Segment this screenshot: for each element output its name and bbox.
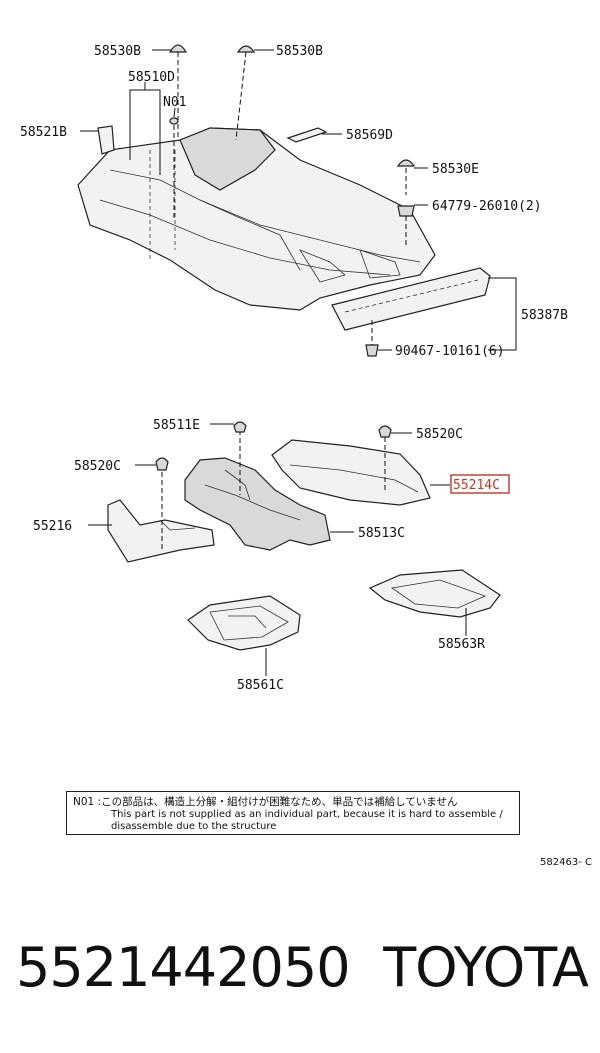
callout-n01: N01 <box>163 95 186 110</box>
clip-90467 <box>365 320 379 357</box>
callout-58521b: 58521B <box>20 125 67 140</box>
leader-lines-lower <box>88 423 467 676</box>
callout-58511e: 58511E <box>153 418 200 433</box>
mat-55214c <box>271 437 431 506</box>
brand-name: TOYOTA <box>383 936 589 999</box>
clip-58530b-right <box>235 45 256 141</box>
clip-58520c-right <box>378 425 392 438</box>
floor-silencer-main <box>77 127 436 311</box>
note-box: N01 :この部品は、構造上分解・組付けが困難なため、単品では補給していません … <box>66 791 520 835</box>
callout-58561c: 58561C <box>237 678 284 693</box>
part-number: 5521442050 <box>16 936 351 999</box>
callout-58520c-right: 58520C <box>416 427 463 442</box>
tunnel-58513c <box>184 430 331 551</box>
tray-58563r <box>368 569 501 618</box>
bracket-58521b <box>97 125 115 155</box>
callout-58530b-right: 58530B <box>276 44 323 59</box>
clip-58520c-left <box>155 457 169 471</box>
highlight-box <box>450 474 510 494</box>
note-japanese: N01 :この部品は、構造上分解・組付けが困難なため、単品では補給していません <box>73 796 458 808</box>
callout-90467: 90467-10161(6) <box>395 344 505 359</box>
parts-diagram: 58530B 58530B 58510D N01 58521B 58569D 5… <box>20 44 568 693</box>
pad-55216 <box>107 472 215 563</box>
callout-58387b: 58387B <box>521 308 568 323</box>
clip-64779 <box>397 205 415 245</box>
clip-58530e <box>396 159 416 195</box>
callout-55214c: 55214C <box>453 478 500 493</box>
callout-55216: 55216 <box>33 519 72 534</box>
note-english: This part is not supplied as an individu… <box>111 809 503 832</box>
sill-58387b <box>331 267 491 331</box>
clip-58530b-left <box>168 44 188 140</box>
callout-58569d: 58569D <box>346 128 393 143</box>
callout-58563r: 58563R <box>438 637 485 652</box>
strip-58569d <box>286 127 328 143</box>
callout-58513c: 58513C <box>358 526 405 541</box>
callout-64779: 64779-26010(2) <box>432 199 542 214</box>
callout-58530e: 58530E <box>432 162 479 177</box>
callout-58510d: 58510D <box>128 70 175 85</box>
callout-58520c-left: 58520C <box>74 459 121 474</box>
figure-code: 582463- C <box>540 857 592 868</box>
leader-lines-upper <box>80 49 517 351</box>
clip-n01 <box>169 117 179 220</box>
callout-58530b-left: 58530B <box>94 44 141 59</box>
clip-58511e <box>233 421 247 433</box>
tray-58561c <box>187 595 301 651</box>
